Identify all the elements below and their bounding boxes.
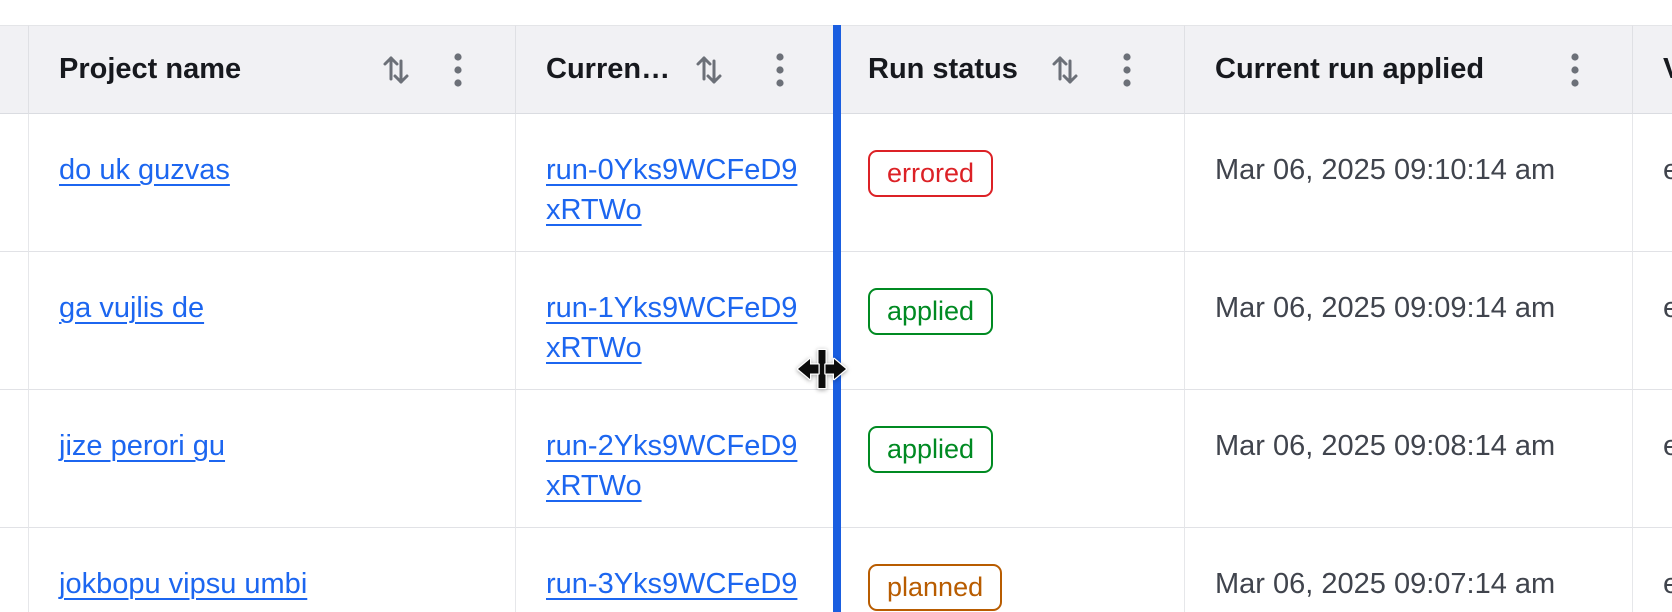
timestamp: Mar 06, 2025 09:07:14 am [1215,568,1556,600]
project-link[interactable]: jize perori gu [59,430,226,462]
column-label: Curren… [546,53,671,85]
column-header-next-partial: V [1633,25,1672,114]
run-link[interactable]: run-0Yks9WCFeD9xRTWo [546,154,798,226]
status-badge: applied [868,288,994,335]
row-edge-cell [0,114,29,252]
cell-run-status: applied [838,252,1185,390]
status-badge: applied [868,426,994,473]
row-edge-cell [0,252,29,390]
cell-run-status: planned [838,528,1185,612]
partial-value: e [1663,154,1672,186]
cell-run-status: errored [838,114,1185,252]
cell-next-partial: e [1633,528,1672,612]
sort-arrows-icon [1050,51,1080,89]
column-label: Project name [59,53,242,85]
project-link[interactable]: do uk guzvas [59,154,230,186]
cell-current-run: run-0Yks9WCFeD9xRTWo [516,114,838,252]
cell-current-run-applied: Mar 06, 2025 09:09:14 am [1185,252,1633,390]
cell-current-run: run-3Yks9WCFeD9xRTWo [516,528,838,612]
timestamp: Mar 06, 2025 09:10:14 am [1215,154,1556,186]
row-edge-cell [0,528,29,612]
cell-current-run-applied: Mar 06, 2025 09:08:14 am [1185,390,1633,528]
cell-current-run: run-2Yks9WCFeD9xRTWo [516,390,838,528]
partial-value: e [1663,568,1672,600]
column-menu-button[interactable] [1570,52,1580,88]
kebab-menu-icon [775,52,785,88]
data-table: Project name Curren… [0,25,1672,612]
kebab-menu-icon [1122,52,1132,88]
column-resize-indicator[interactable] [833,25,841,612]
column-menu-button[interactable] [453,52,463,88]
project-link[interactable]: jokbopu vipsu umbi [59,568,308,600]
cell-next-partial: e [1633,114,1672,252]
sort-arrows-icon [694,51,724,89]
cell-current-run-applied: Mar 06, 2025 09:10:14 am [1185,114,1633,252]
partial-value: e [1663,430,1672,462]
row-edge-cell [0,390,29,528]
timestamp: Mar 06, 2025 09:09:14 am [1215,292,1556,324]
status-badge: errored [868,150,994,197]
cell-next-partial: e [1633,390,1672,528]
timestamp: Mar 06, 2025 09:08:14 am [1215,430,1556,462]
sort-button[interactable] [1050,51,1080,89]
column-label: V [1663,53,1672,86]
column-menu-button[interactable] [775,52,785,88]
run-link[interactable]: run-3Yks9WCFeD9xRTWo [546,568,798,612]
sort-button[interactable] [381,51,411,89]
column-header-current-run: Curren… [516,25,838,114]
run-link[interactable]: run-1Yks9WCFeD9xRTWo [546,292,798,364]
cell-current-run: run-1Yks9WCFeD9xRTWo [516,252,838,390]
column-header-run-status: Run status [838,25,1185,114]
header-edge-cell [0,25,29,114]
sort-button[interactable] [694,51,724,89]
cell-next-partial: e [1633,252,1672,390]
sort-arrows-icon [381,51,411,89]
cell-current-run-applied: Mar 06, 2025 09:07:14 am [1185,528,1633,612]
column-label: Run status [868,53,1018,85]
status-badge: planned [868,564,1003,611]
column-menu-button[interactable] [1122,52,1132,88]
run-link[interactable]: run-2Yks9WCFeD9xRTWo [546,430,798,502]
column-label: Current run applied [1215,53,1485,85]
project-link[interactable]: ga vujlis de [59,292,205,324]
column-resize-cursor-icon [796,348,848,390]
cell-run-status: applied [838,390,1185,528]
column-header-project-name: Project name [29,25,516,114]
cell-project-name: ga vujlis de [29,252,516,390]
cell-project-name: jize perori gu [29,390,516,528]
cell-project-name: do uk guzvas [29,114,516,252]
partial-value: e [1663,292,1672,324]
cell-project-name: jokbopu vipsu umbi [29,528,516,612]
kebab-menu-icon [1570,52,1580,88]
kebab-menu-icon [453,52,463,88]
column-header-current-run-applied: Current run applied [1185,25,1633,114]
